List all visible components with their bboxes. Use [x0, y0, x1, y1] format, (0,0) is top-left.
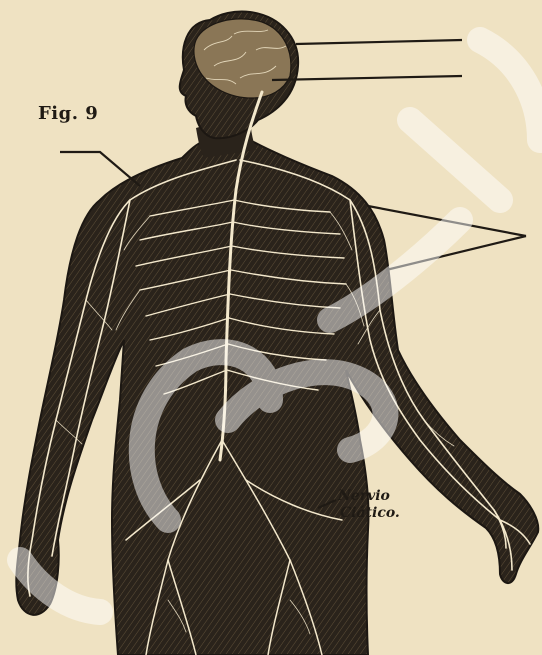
figure-label: Fig. 9 [38, 103, 98, 124]
sciatic-nerve-label: Nervio Ciático. [338, 488, 400, 522]
cerebellum-pointer-line [272, 76, 462, 80]
brain-pointer-line [296, 40, 462, 44]
sciatic-nerve-label-line2: Ciático. [338, 505, 400, 522]
sciatic-nerve-label-line1: Nervio [338, 488, 400, 505]
